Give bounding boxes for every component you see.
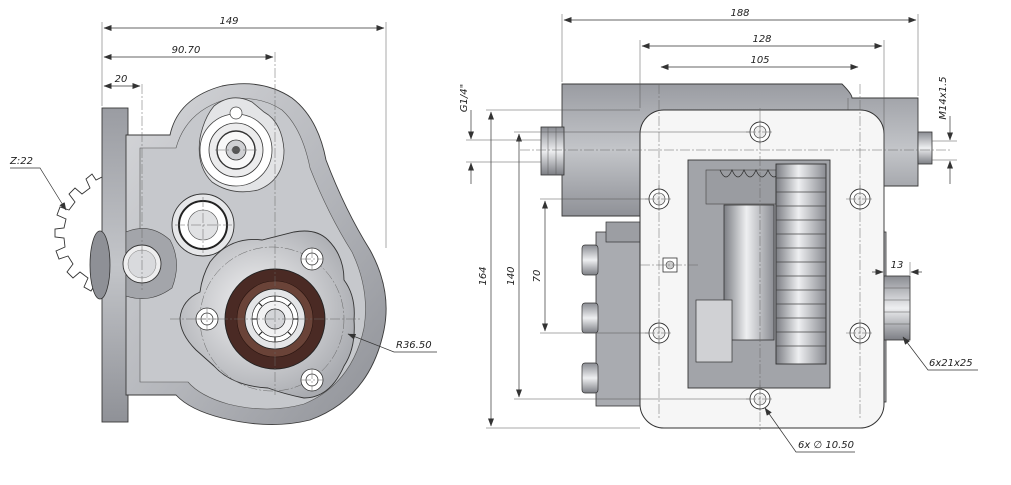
- dim-height-total: 164: [478, 266, 489, 285]
- shaft-spline-label: 6x21x25: [929, 358, 973, 369]
- dim-bolt-spacing-inner: 105: [750, 55, 769, 66]
- output-shaft: [883, 275, 911, 341]
- right-view: 188 128 105 164 140 70 G1/4" M14x1.5: [459, 8, 978, 453]
- dim-flange-thickness: 20: [115, 74, 128, 85]
- port-thread-right: M14x1.5: [938, 76, 949, 119]
- left-port-fitting: [540, 126, 565, 176]
- dim-center-offset: 90.70: [172, 45, 201, 56]
- dim-height-inner: 70: [532, 270, 543, 283]
- dim-overall-length: 188: [730, 8, 749, 19]
- gear-teeth-label: Z:22: [9, 156, 33, 167]
- dim-height-bolts: 140: [506, 266, 517, 285]
- right-port-fitting: [917, 131, 933, 165]
- left-view: 149 90.70 20 Z:22 R36.50: [9, 16, 437, 425]
- dim-overall-width: 149: [219, 16, 238, 27]
- side-bolt: [581, 244, 599, 394]
- dim-bolt-spacing-outer: 128: [752, 34, 771, 45]
- dim-shaft-length: 13: [891, 260, 904, 271]
- gear-hub: [89, 230, 111, 300]
- drive-gear: [775, 163, 827, 365]
- flange-radius-label: R36.50: [396, 340, 432, 351]
- port-thread-left: G1/4": [459, 84, 470, 112]
- flange-bolt-hole: [300, 247, 324, 271]
- flange-bolt-hole: [300, 368, 324, 392]
- bolt-holes-label: 6x ∅ 10.50: [798, 440, 854, 451]
